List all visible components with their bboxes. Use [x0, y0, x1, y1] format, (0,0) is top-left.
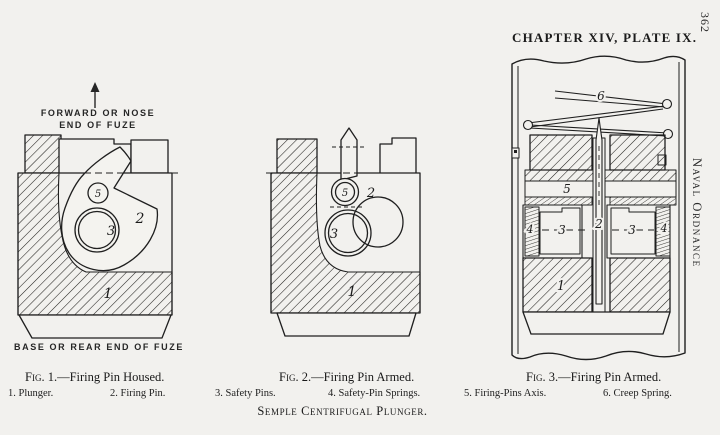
- fig3-caption: Fig. 3.—Firing Pin Armed.: [526, 370, 661, 385]
- fig3-part-label-4-right: 4: [660, 222, 668, 235]
- legend-item-1: 1. Plunger.: [8, 388, 54, 399]
- fig1-top-left-block: [24, 134, 62, 174]
- fig1-base: [18, 314, 172, 339]
- fig2-safety-pin-circle-inner: [327, 212, 369, 254]
- fig3-left-clip-pin: [514, 150, 517, 153]
- fig3-part-label-1: 1: [557, 279, 565, 294]
- running-title: Naval Ordnance: [690, 158, 704, 268]
- fig3-part-label-6: 6: [597, 89, 605, 103]
- fig3-safety-pin-left: [539, 207, 581, 255]
- fig2-caption: Fig. 2.—Firing Pin Armed.: [279, 370, 414, 385]
- legend-item-5: 5. Firing-Pins Axis.: [464, 388, 547, 399]
- fig3-safety-pin-right: [610, 207, 656, 255]
- fig3-caption-title: —Firing Pin Armed.: [558, 370, 662, 384]
- figure-1-drawing: 5 3 2 1: [17, 134, 178, 339]
- up-arrow-icon: [90, 82, 100, 108]
- fig2-firing-pin-shape: [340, 127, 358, 181]
- fig3-firing-pin: [595, 117, 603, 305]
- fig3-thin-strip-right: [609, 196, 677, 206]
- fig2-top-right-block: [379, 137, 417, 173]
- fig1-safety-pin-circle-inner: [77, 210, 117, 250]
- fig2-part-label-5: 5: [342, 188, 348, 199]
- fig3-part-label-4-left: 4: [526, 223, 534, 236]
- fig1-caption: Fig. 1.—Firing Pin Housed.: [25, 370, 164, 385]
- legend-item-4: 4. Safety-Pin Springs.: [328, 388, 421, 399]
- fig1-top-right-block: [130, 139, 169, 174]
- fig1-firing-pin-axis-circle: [87, 182, 109, 204]
- fig3-base: [522, 311, 671, 335]
- fig1-forward-label-line2: END OF FUZE: [59, 120, 137, 130]
- fig1-safety-pin-circle-outer: [74, 207, 120, 253]
- fig2-caption-label: Fig. 2.: [279, 370, 312, 384]
- fig2-part-label-3: 3: [330, 227, 338, 242]
- fig2-safety-pin-circle-outer: [324, 209, 372, 257]
- fig1-part-label-1: 1: [104, 286, 113, 302]
- fig1-base-label: BASE OR REAR END OF FUZE: [14, 342, 184, 352]
- fig3-part-label-3-left: 3: [558, 223, 566, 237]
- fig2-base: [276, 312, 417, 337]
- fig1-part-label-2: 2: [135, 211, 145, 227]
- fig3-plunger-right: [609, 257, 671, 313]
- plate-header: CHAPTER XIV, PLATE IX.: [512, 30, 698, 45]
- legend-item-6: 6. Creep Spring.: [603, 388, 672, 399]
- figure-2-drawing: 5 2 3 1: [266, 127, 421, 337]
- page-number: 362: [698, 12, 712, 33]
- fig3-part-label-5: 5: [563, 182, 571, 196]
- fig3-creep-spring: [522, 90, 674, 140]
- plate-caption: Semple Centrifugal Plunger.: [257, 404, 428, 418]
- fig2-firing-pin-hole: [352, 196, 404, 248]
- fig3-upper-block-left: [529, 134, 593, 171]
- fig3-safety-pin-spring-right: [655, 206, 671, 257]
- figure-3-drawing: 6 5 4 3 2 3 4 1: [511, 55, 686, 361]
- fig1-part-label-5: 5: [95, 189, 101, 200]
- fig1-caption-label: Fig. 1.: [25, 370, 58, 384]
- fig3-part-label-2: 2: [594, 217, 603, 231]
- legend-item-3: 3. Safety Pins.: [215, 388, 276, 399]
- fig1-caption-title: —Firing Pin Housed.: [57, 370, 165, 384]
- fig1-forward-label: FORWARD OR NOSE END OF FUZE: [33, 107, 163, 131]
- fig1-part-label-3: 3: [107, 224, 115, 239]
- fig3-thin-strip-left: [524, 196, 593, 206]
- fig2-plunger-section: [270, 172, 421, 314]
- fig2-top-left-block: [276, 138, 318, 174]
- fig1-forward-label-line1: FORWARD OR NOSE: [40, 108, 156, 118]
- fig3-caption-label: Fig. 3.: [526, 370, 559, 384]
- fig2-firing-pin-axis-circle: [334, 181, 356, 203]
- legend-item-2: 2. Firing Pin.: [110, 388, 166, 399]
- fig2-part-label-1: 1: [348, 284, 357, 300]
- fig3-upper-block-right: [609, 134, 666, 171]
- fig3-safety-pin-spring-left: [524, 206, 540, 257]
- fig2-caption-title: —Firing Pin Armed.: [311, 370, 415, 384]
- fig3-part-label-3-right: 3: [628, 223, 636, 237]
- fig2-part-label-2: 2: [366, 186, 375, 201]
